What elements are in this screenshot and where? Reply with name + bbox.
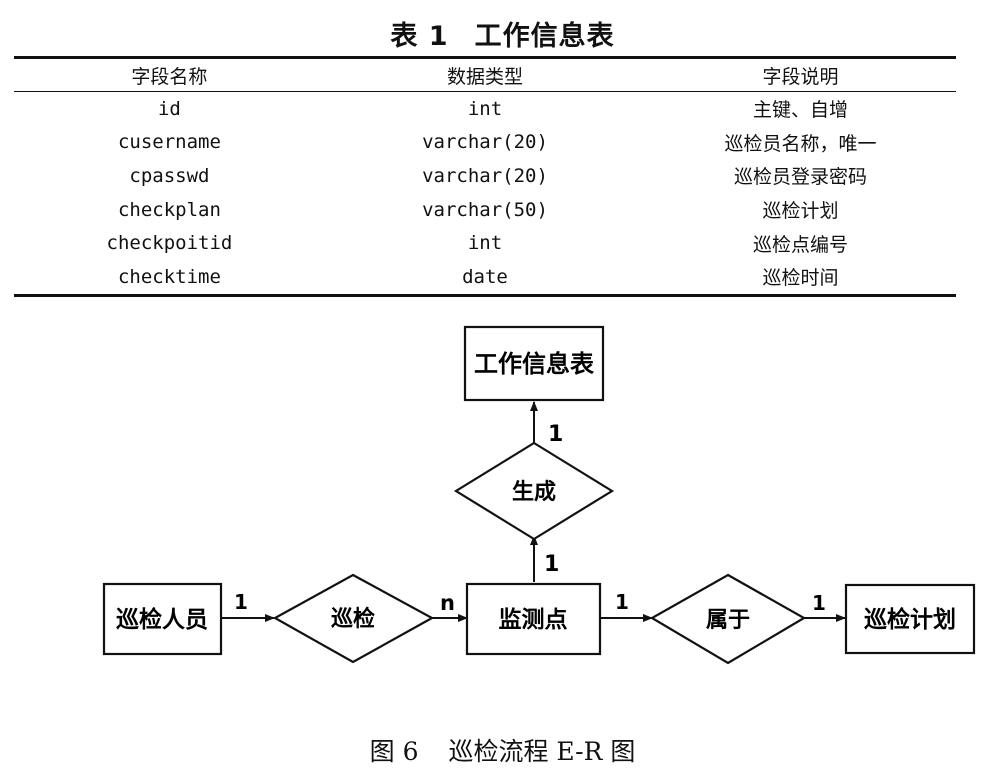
entity-monitor-point-label: 监测点 [499,607,568,633]
cell-field-desc: 巡检员登录密码 [734,166,868,189]
cell-field-name: id [157,97,181,120]
cell-field-desc: 巡检计划 [762,200,839,223]
header-data-type: 数据类型 [324,57,646,92]
cardinality-inspect-to-monitor: n [440,591,455,615]
table-header-row: 字段名称 数据类型 字段说明 [14,57,956,92]
entity-monitor-point-box [465,582,602,656]
table-row: cpasswd varchar(20) 巡检员登录密码 [14,159,956,193]
cardinality-inspector-to-inspect: 1 [234,590,248,614]
table-caption: 表 1 工作信息表 [0,14,1005,53]
cell-field-name: checktime [117,265,221,288]
cell-field-name: cpasswd [129,164,210,187]
cell-data-type: varchar(20) [422,164,548,187]
entity-work-info-box [463,325,605,402]
table-row: id int 主键、自增 [14,92,956,126]
cell-field-desc: 巡检员名称，唯一 [724,132,877,155]
header-field-name: 字段名称 [14,57,325,92]
cell-field-name: checkplan [117,198,221,221]
relationship-generate-diamond [453,441,615,541]
cell-data-type: varchar(50) [422,198,548,221]
table-caption-title: 工作信息表 [474,21,615,52]
cardinality-monitor-to-generate: 1 [544,552,559,577]
entity-inspect-plan-label: 巡检计划 [864,606,956,633]
work-info-table: 字段名称 数据类型 字段说明 id int 主键、自增 cusername va… [14,56,956,297]
figure-caption-number: 图 6 [369,737,419,766]
cell-field-desc: 巡检时间 [762,267,839,290]
cardinality-monitor-to-belongs: 1 [615,590,629,614]
relationship-belongs-diamond [649,573,807,665]
cardinality-belongs-to-plan: 1 [812,591,826,615]
cell-data-type: int [467,232,503,255]
table-row: checkplan varchar(50) 巡检计划 [14,193,956,227]
entity-inspector-label: 巡检人员 [116,606,208,633]
cell-data-type: date [462,265,508,288]
table-row: checkpoitid int 巡检点编号 [14,226,956,260]
cell-field-desc: 主键、自增 [753,99,849,122]
table-caption-number: 表 1 [390,21,449,52]
relationship-inspect-diamond [272,573,435,664]
cell-data-type: int [467,97,503,120]
table-row: cusername varchar(20) 巡检员名称，唯一 [14,126,956,160]
figure-caption: 图 6 巡检流程 E-R 图 [0,732,1005,768]
cell-field-desc: 巡检点编号 [753,233,849,256]
entity-inspect-plan-box [844,583,976,655]
cell-field-name: cusername [117,131,221,154]
cell-field-name: checkpoitid [106,232,233,255]
entity-work-info-label: 工作信息表 [474,350,595,378]
table-row: checktime date 巡检时间 [14,260,956,295]
relationship-belongs-label: 属于 [706,608,750,633]
entity-inspector-box [102,582,223,656]
relationship-inspect-label: 巡检 [331,606,375,632]
cell-data-type: varchar(20) [422,131,548,154]
header-field-desc: 字段说明 [645,57,956,92]
figure-caption-title: 巡检流程 E-R 图 [448,737,636,766]
cardinality-generate-to-work-info: 1 [548,422,563,447]
relationship-generate-label: 生成 [512,480,556,505]
